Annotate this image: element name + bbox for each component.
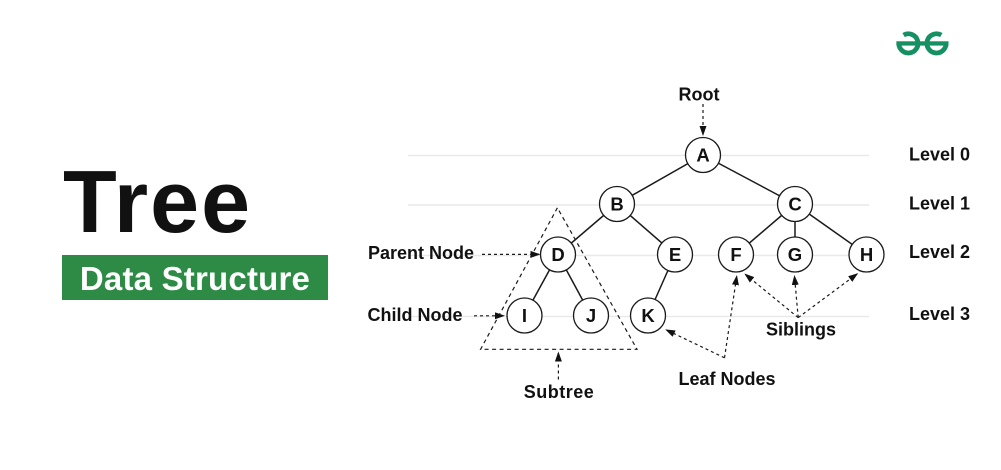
svg-text:F: F: [730, 244, 741, 265]
svg-text:Leaf Nodes: Leaf Nodes: [678, 369, 775, 389]
svg-text:Subtree: Subtree: [524, 382, 595, 402]
svg-text:H: H: [860, 244, 873, 265]
svg-text:I: I: [522, 305, 527, 326]
svg-text:J: J: [586, 305, 596, 326]
svg-text:Root: Root: [679, 85, 720, 105]
svg-text:Siblings: Siblings: [766, 320, 836, 340]
svg-text:K: K: [641, 305, 655, 326]
svg-text:C: C: [788, 194, 801, 215]
svg-text:E: E: [669, 244, 681, 265]
svg-text:B: B: [610, 194, 623, 215]
svg-text:Level 3: Level 3: [909, 304, 970, 324]
svg-text:Parent Node: Parent Node: [368, 243, 474, 263]
svg-text:Level 1: Level 1: [909, 194, 970, 214]
svg-text:Level 2: Level 2: [909, 242, 970, 262]
svg-text:G: G: [788, 244, 802, 265]
svg-text:D: D: [551, 244, 564, 265]
svg-text:Child Node: Child Node: [368, 305, 463, 325]
svg-text:Level 0: Level 0: [909, 145, 970, 165]
svg-text:A: A: [696, 145, 709, 166]
